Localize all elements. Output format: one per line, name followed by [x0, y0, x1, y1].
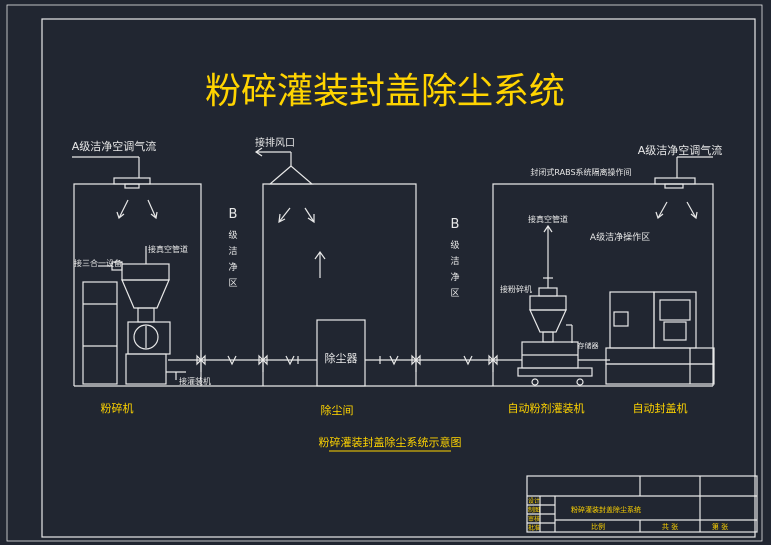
- tb-sheet-total: 共 张: [662, 522, 678, 531]
- title-block: 设计 制图 审核 批准 粉碎灌装封盖除尘系统 比例 共 张 第 张: [526, 475, 758, 533]
- outer-frame: [6, 4, 763, 542]
- diagram-caption: 粉碎灌装封盖除尘系统示意图: [319, 435, 462, 449]
- caption-auto-filler: 自动粉剂灌装机: [508, 401, 585, 415]
- caption-crusher: 粉碎机: [101, 401, 134, 415]
- diagram-title: 粉碎灌装封盖除尘系统: [205, 71, 565, 112]
- tb-cell-design: 设计: [528, 497, 540, 505]
- label-connect-filler: 接灌装机: [179, 376, 211, 386]
- caption-dust-room: 除尘间: [321, 403, 354, 417]
- tb-cell-draw: 制图: [528, 506, 540, 514]
- label-a-operation-zone: A级洁净操作区: [590, 231, 650, 243]
- dust-collector-room: [254, 147, 417, 387]
- label-three-in-one: 接三合一设备: [74, 258, 122, 268]
- crusher-room: [72, 156, 202, 386]
- dust-pipeline: [168, 350, 522, 372]
- caption-auto-capper: 自动封盖机: [633, 401, 688, 415]
- tb-cell-check: 审核: [528, 515, 540, 523]
- tb-drawing-name: 粉碎灌装封盖除尘系统: [571, 505, 641, 514]
- label-a-airflow-left: A级洁净空调气流: [72, 139, 157, 153]
- label-rabs: 封闭式RABS系统隔离操作间: [530, 167, 631, 177]
- label-vacuum-pipe-right: 接真空管道: [528, 214, 568, 224]
- filling-room: [492, 156, 715, 386]
- label-dust-collector: 除尘器: [325, 351, 358, 365]
- label-vacuum-pipe-left: 接真空管道: [148, 244, 188, 254]
- label-feed-screw: 存储器: [578, 341, 599, 350]
- tb-ratio: 比例: [591, 522, 605, 531]
- tb-sheet-no: 第 张: [712, 522, 728, 531]
- label-connect-crusher: 接粉碎机: [500, 284, 532, 294]
- tb-cell-approve: 批准: [528, 524, 540, 532]
- label-exhaust-port: 接排风口: [255, 136, 295, 149]
- inner-frame: [41, 18, 756, 538]
- label-a-airflow-right: A级洁净空调气流: [638, 143, 723, 157]
